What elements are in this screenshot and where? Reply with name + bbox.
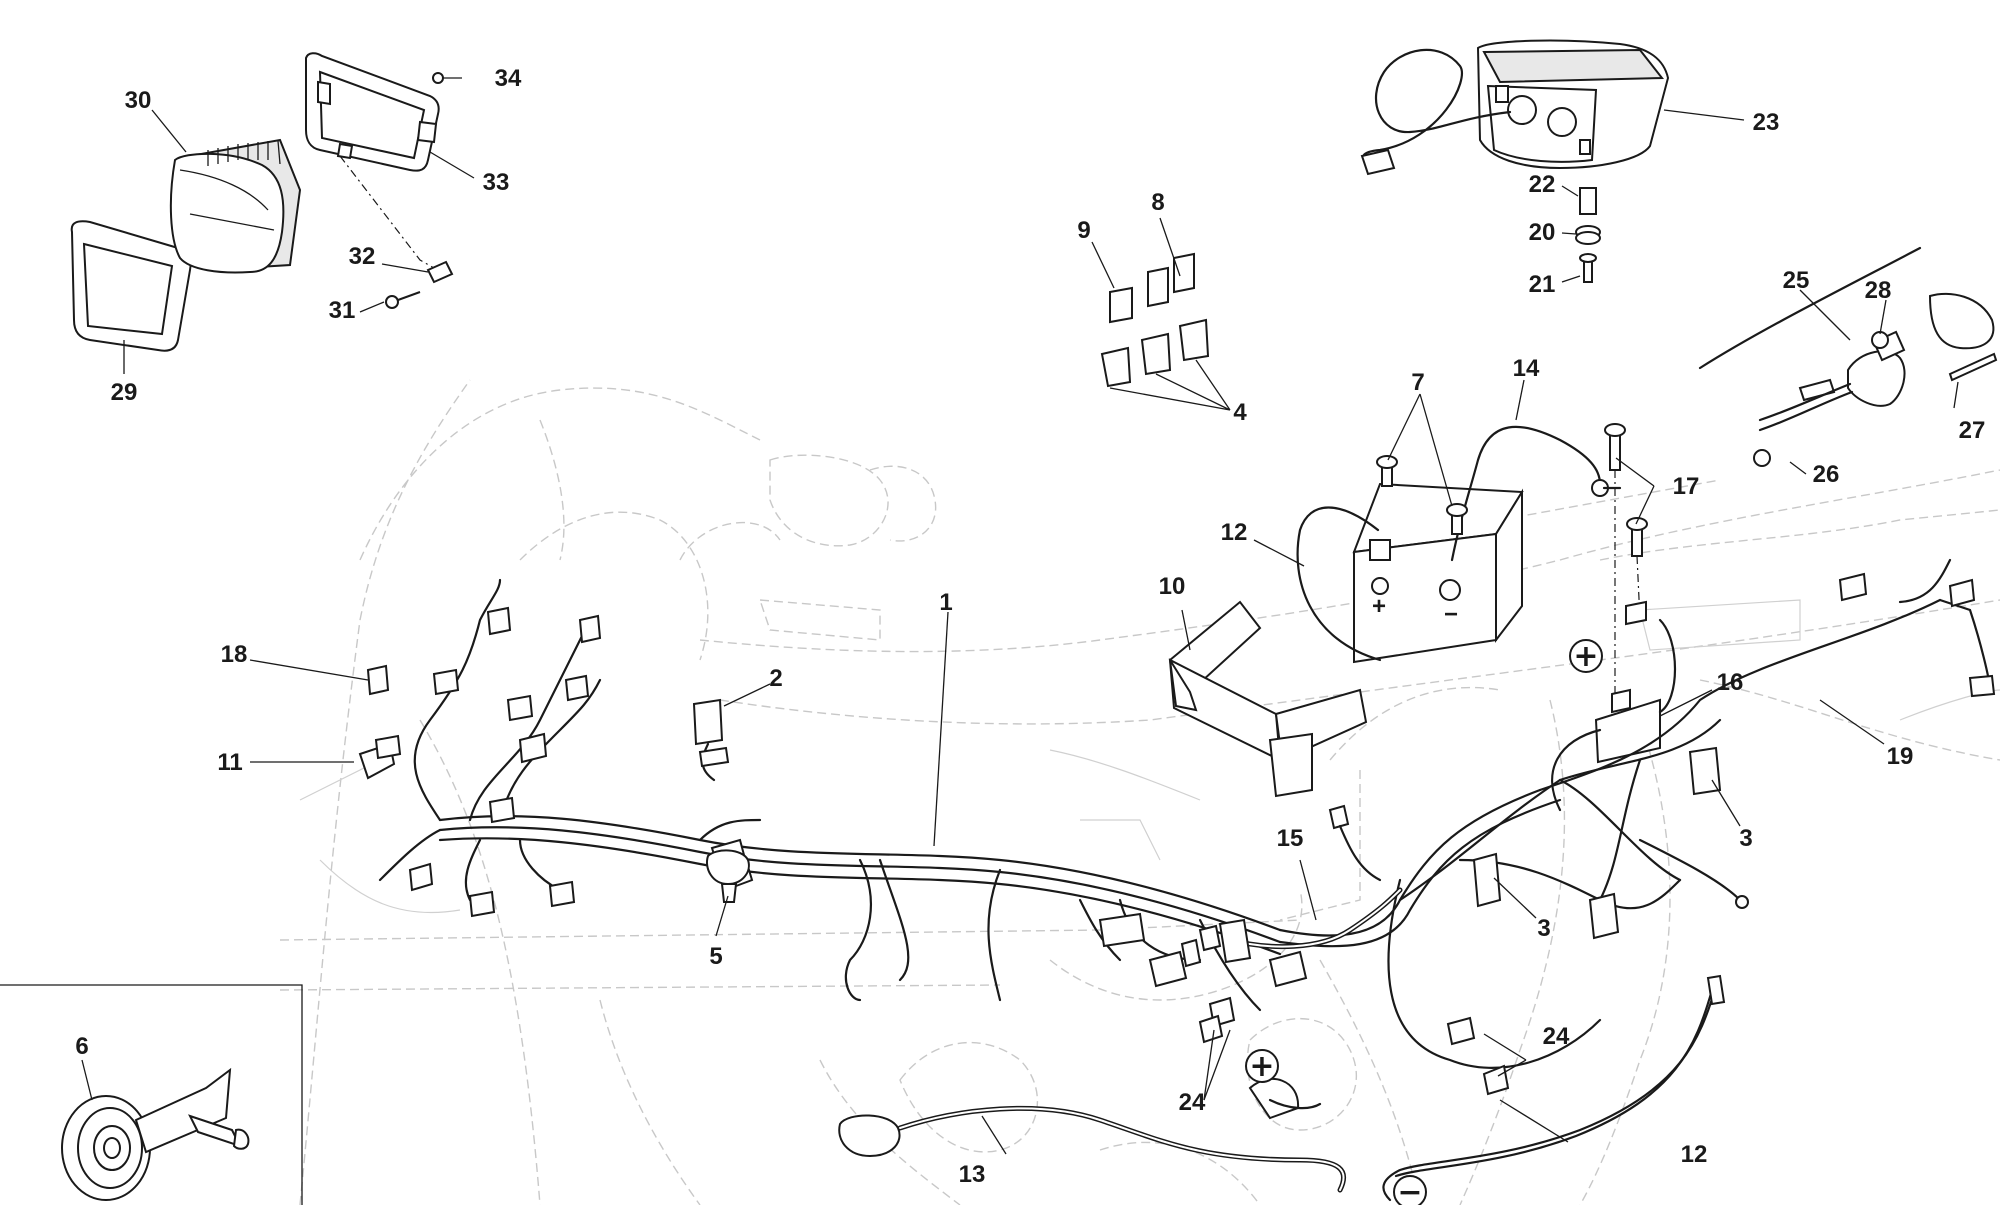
callout-11: 11 — [217, 749, 242, 776]
harness-clamp — [706, 849, 750, 903]
callout-30: 30 — [125, 87, 152, 114]
callout-24-rear: 24 — [1543, 1023, 1570, 1050]
battery: + − — [1352, 482, 1524, 664]
headlight-bezel-frame — [70, 220, 192, 352]
polarity-symbols: + + − — [1245, 639, 1603, 1205]
callout-32: 32 — [349, 243, 376, 270]
turn-indicator-assembly — [1698, 246, 1998, 467]
callout-8: 8 — [1151, 189, 1164, 216]
tail-light-fasteners — [1575, 187, 1601, 283]
battery-positive-sign: + — [1573, 639, 1598, 674]
callout-34: 34 — [495, 65, 522, 92]
callout-31: 31 — [329, 297, 356, 324]
callout-20: 20 — [1529, 219, 1556, 246]
callout-28: 28 — [1865, 277, 1892, 304]
callout-10: 10 — [1159, 573, 1186, 600]
callout-19: 19 — [1887, 743, 1914, 770]
tail-light-assembly — [1360, 39, 1670, 176]
cable-ties — [1472, 746, 1722, 908]
callout-33: 33 — [483, 169, 510, 196]
side-stand-switch — [692, 698, 730, 782]
callout-22: 22 — [1529, 171, 1556, 198]
callout-17: 17 — [1673, 473, 1700, 500]
callout-23: 23 — [1753, 109, 1780, 136]
callout-21: 21 — [1529, 271, 1556, 298]
headlight-screw-and-spacer — [339, 155, 454, 309]
headlight-mounting-frame — [305, 52, 440, 172]
callout-leaders — [81, 109, 1959, 1155]
battery-tray — [1168, 600, 1368, 798]
cable-sleeve — [1098, 804, 1403, 988]
small-connectors-left — [358, 664, 402, 780]
callout-25: 25 — [1783, 267, 1810, 294]
callout-3-rear: 3 — [1739, 825, 1752, 852]
callout-2: 2 — [769, 665, 782, 692]
svg-text:−: − — [1444, 601, 1458, 628]
headlight-frame-screw — [432, 72, 462, 84]
battery-positive-symbol — [1569, 639, 1603, 673]
frame-ghost-outline — [279, 379, 2000, 1205]
callout-3-center: 3 — [1537, 915, 1550, 942]
relays-and-holders — [1100, 252, 1231, 411]
battery-bolts — [1376, 423, 1648, 700]
callout-26: 26 — [1813, 461, 1840, 488]
callout-6: 6 — [75, 1033, 88, 1060]
harness-clips — [1198, 996, 1510, 1096]
callout-5: 5 — [709, 943, 722, 970]
callout-15: 15 — [1277, 825, 1304, 852]
ground-cables — [838, 974, 1726, 1202]
ground-negative-symbol — [1393, 1175, 1427, 1205]
callout-1: 1 — [939, 589, 952, 616]
callout-9: 9 — [1077, 217, 1090, 244]
callout-24-center: 24 — [1179, 1089, 1206, 1116]
callout-18: 18 — [221, 641, 248, 668]
callout-29: 29 — [111, 379, 138, 406]
callout-16: 16 — [1717, 669, 1744, 696]
callout-4: 4 — [1233, 399, 1247, 426]
callout-12-battery: 12 — [1221, 519, 1248, 546]
svg-text:+: + — [1372, 593, 1386, 620]
callout-13: 13 — [959, 1161, 986, 1188]
callout-14: 14 — [1513, 355, 1540, 382]
horn-inset — [0, 984, 303, 1205]
ground-positive-sign: + — [1249, 1049, 1274, 1084]
callout-12-ground: 12 — [1681, 1141, 1708, 1168]
callout-27: 27 — [1959, 417, 1986, 444]
callout-labels: 1 2 3 3 4 5 6 7 8 9 10 11 12 12 13 14 15… — [75, 65, 1985, 1188]
callout-7: 7 — [1411, 369, 1424, 396]
headlight-unit — [169, 138, 302, 274]
ground-negative-sign: − — [1397, 1175, 1422, 1205]
ground-positive-symbol — [1245, 1049, 1279, 1083]
